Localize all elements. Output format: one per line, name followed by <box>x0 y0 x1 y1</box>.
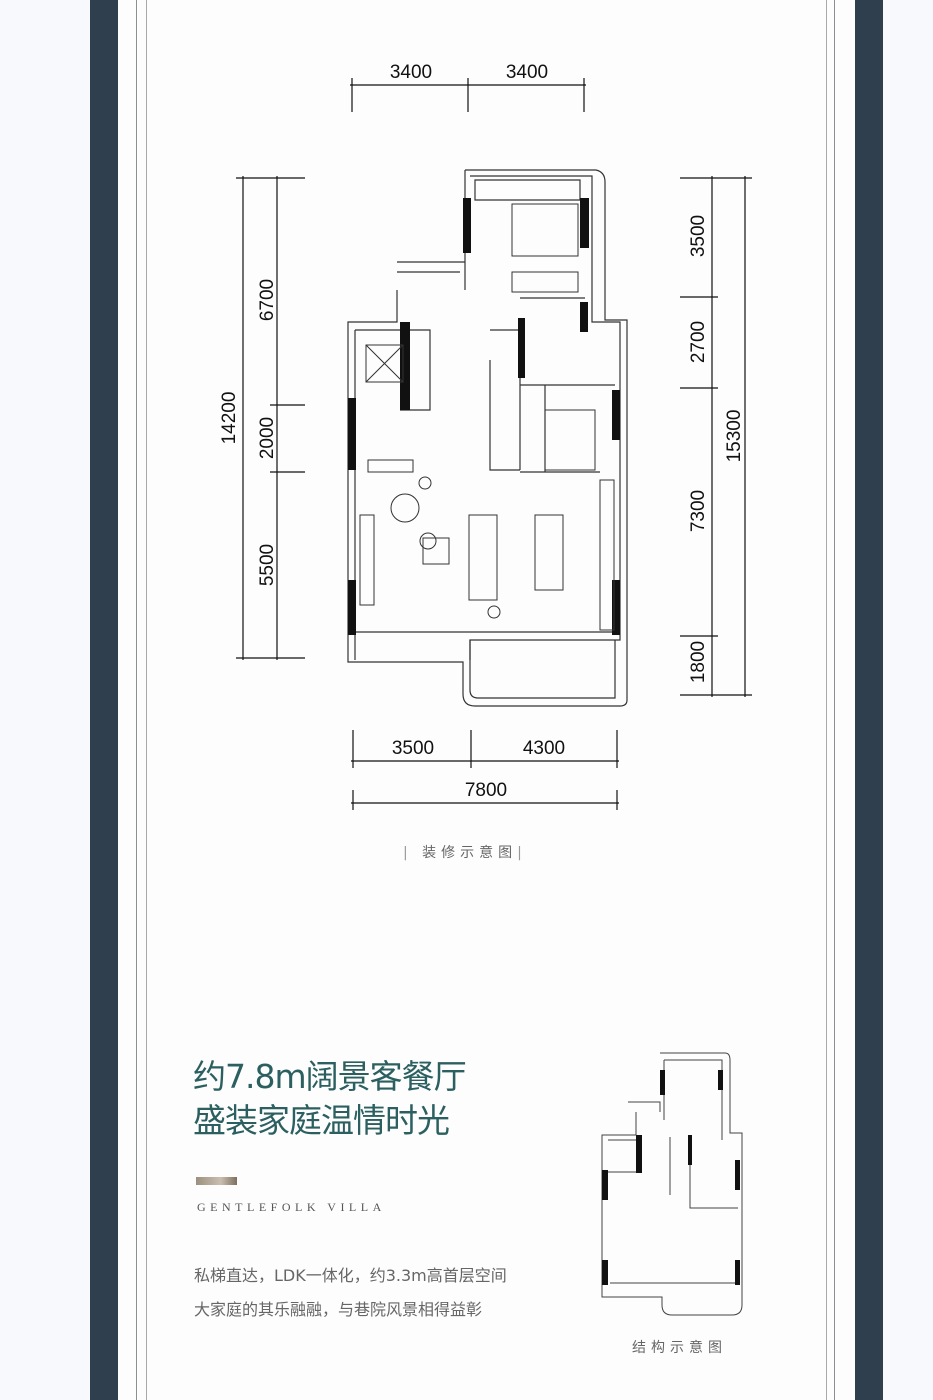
dim-bottom-2: 4300 <box>523 738 565 759</box>
inner-border-line <box>136 0 137 1400</box>
dim-right-3: 7300 <box>688 490 709 532</box>
dim-left-2: 2000 <box>257 417 278 459</box>
left-frame-band <box>90 0 118 1400</box>
dim-right-2: 2700 <box>688 321 709 363</box>
structure-plan-columns <box>602 1070 740 1285</box>
inner-border-line <box>826 0 827 1400</box>
description-line-2: 大家庭的其乐融融，与巷院风景相得益彰 <box>194 1300 483 1319</box>
dim-left-1: 6700 <box>257 279 278 321</box>
dim-right-total: 15300 <box>724 410 745 463</box>
dim-left-total: 14200 <box>219 392 240 445</box>
plan-structural-columns <box>348 198 620 635</box>
plan-caption: | 装修示意图| <box>403 845 527 861</box>
structure-caption: 结构示意图 <box>632 1340 727 1356</box>
plan-caption-text: 装修示意图 <box>422 845 518 861</box>
headline-line-2: 盛装家庭温情时光 <box>193 1101 450 1140</box>
dim-top-2: 3400 <box>506 62 548 83</box>
inner-border-line <box>834 0 835 1400</box>
right-frame-band <box>855 0 883 1400</box>
dim-bottom-1: 3500 <box>392 738 434 759</box>
structure-plan-walls <box>601 1052 743 1316</box>
dim-bottom-total: 7800 <box>465 780 507 801</box>
dim-right-1: 3500 <box>688 215 709 257</box>
headline-line-1: 约7.8m阔景客餐厅 <box>193 1057 467 1096</box>
dim-top-1: 3400 <box>390 62 432 83</box>
plan-furniture <box>359 203 615 631</box>
description-line-1: 私梯直达，LDK一体化，约3.3m高首层空间 <box>194 1266 507 1285</box>
brand-accent-bar <box>196 1177 237 1185</box>
dimension-lines <box>236 78 752 810</box>
dim-left-3: 5500 <box>257 544 278 586</box>
inner-border-line <box>146 0 147 1400</box>
plan-walls <box>347 169 628 707</box>
dim-right-4: 1800 <box>688 641 709 683</box>
poster-panel <box>118 0 855 1400</box>
brand-name: GENTLEFOLK VILLA <box>197 1200 386 1214</box>
